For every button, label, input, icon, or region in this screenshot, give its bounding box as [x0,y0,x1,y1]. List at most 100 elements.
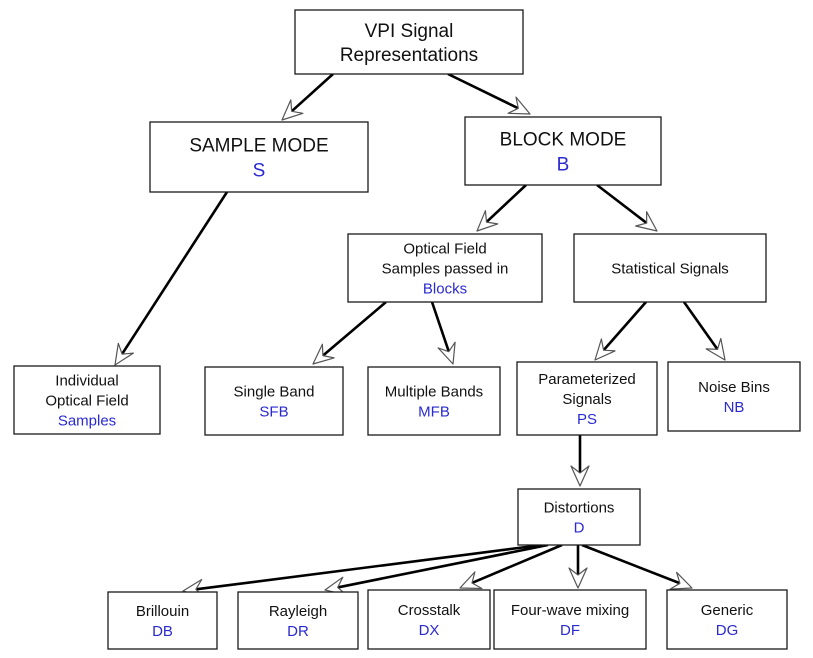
node-box [347,233,543,303]
edge-line [471,543,563,585]
node-label: Parameterized [538,371,636,388]
node-box [367,589,491,650]
node-label: Optical Field [45,392,128,409]
node-box [667,361,801,432]
edge-line [447,72,519,110]
node-box [204,366,344,436]
node-abbreviation: B [557,154,570,175]
arrowhead-icon [705,337,726,361]
node-box [493,589,647,650]
node-label: Crosstalk [398,602,461,619]
arrowhead-icon [570,465,590,487]
edge-line [290,73,334,113]
node-box [666,589,788,650]
node-label: VPI Signal [365,21,454,42]
edge-ps-to-dist [570,435,590,487]
node-abbreviation: DX [419,622,440,639]
edge-ofs-to-mfb [430,301,456,365]
node-abbreviation: Samples [58,412,116,429]
node-stat: Statistical Signals [573,233,767,303]
node-abbreviation: MFB [418,403,450,420]
node-box [516,361,658,436]
edge-line [682,301,719,351]
node-sample: SAMPLE MODE S [149,121,369,193]
node-label: Statistical Signals [611,260,729,277]
node-label: BLOCK MODE [500,129,627,150]
arrowhead-icon [568,567,588,589]
arrowhead-icon [459,571,483,590]
edges-layer [114,72,726,599]
arrowhead-icon [594,338,616,361]
arrowhead-icon [635,211,658,232]
node-abbreviation: DR [287,623,309,640]
edge-block-to-stat [596,183,658,232]
node-label: Multiple Bands [385,383,483,400]
edge-dist-to-df [568,545,588,589]
node-label: Brillouin [136,603,189,620]
edge-dist-to-dg [581,543,693,590]
edge-line [195,543,543,591]
edge-line [120,191,229,355]
arrowhead-icon [312,343,335,365]
node-abbreviation: Blocks [423,280,467,297]
edge-root-to-block [447,72,531,115]
node-abbreviation: S [253,160,266,181]
node-abbreviation: DF [560,622,580,639]
node-box [367,366,501,436]
node-label: Rayleigh [269,603,327,620]
edge-stat-to-nb [682,301,726,361]
arrowhead-icon [281,99,304,121]
edge-line [602,301,647,352]
edge-dist-to-dr [324,543,549,596]
arrowhead-icon [507,96,531,115]
node-box [573,233,767,303]
node-block: BLOCK MODE B [464,116,662,186]
arrowhead-icon [114,342,134,366]
edge-ofs-to-sfb [312,301,387,365]
arrowhead-icon [476,210,499,232]
node-box [107,591,218,650]
node-label: Generic [701,602,754,619]
node-label: Individual [55,372,118,389]
node-box [294,9,524,75]
edge-dist-to-dx [459,543,563,590]
arrowhead-icon [669,571,693,590]
node-label: Distortions [544,499,615,516]
edge-line [596,183,648,225]
node-abbreviation: PS [577,411,597,428]
node-box [464,116,662,186]
edge-line [485,184,527,224]
node-abbreviation: NB [724,399,745,416]
node-label: Representations [340,45,478,66]
node-label: Noise Bins [698,379,770,396]
node-label: SAMPLE MODE [189,135,328,156]
arrowhead-icon [437,341,456,365]
node-box [237,591,359,650]
edge-block-to-ofs [476,184,527,232]
node-abbreviation: D [574,519,585,536]
edge-line [337,543,549,589]
edge-line [581,543,681,585]
node-abbreviation: DG [716,622,739,639]
edge-line [322,301,387,357]
node-abbreviation: DB [152,623,173,640]
node-box [149,121,369,193]
edge-sample-to-ind [114,191,229,366]
node-label: Four-wave mixing [511,602,629,619]
node-label: Single Band [234,383,315,400]
edge-root-to-sample [281,73,334,121]
